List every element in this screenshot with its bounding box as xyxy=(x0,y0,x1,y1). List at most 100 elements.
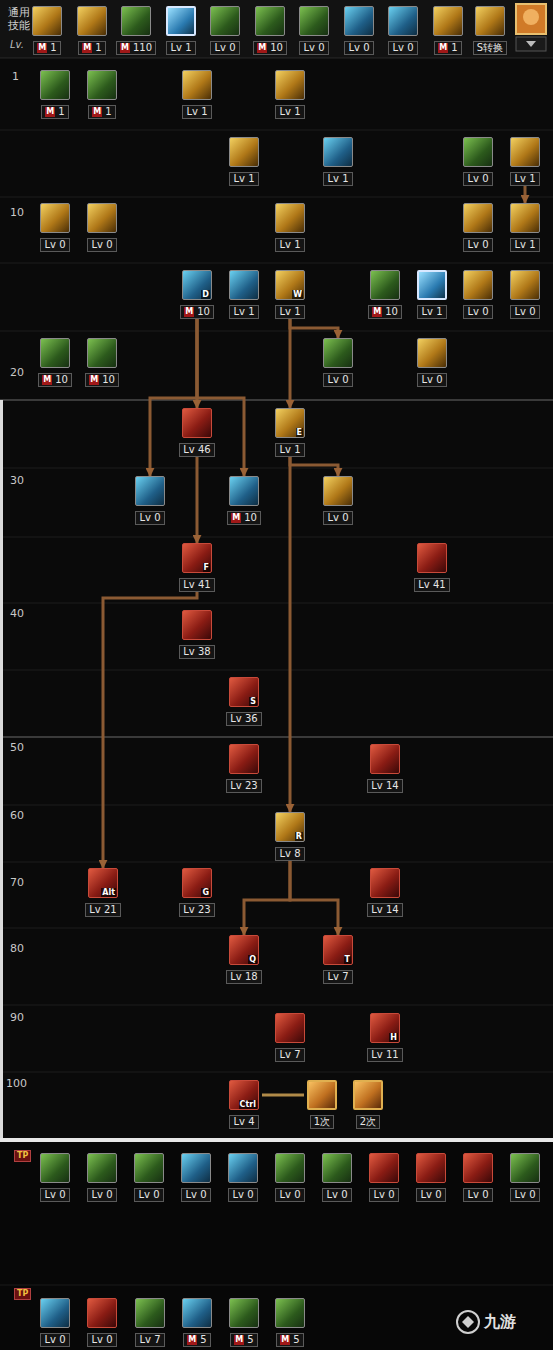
skill-slot: CtrlLv 4 xyxy=(226,1080,262,1129)
skill-icon xyxy=(275,1298,305,1328)
level-plate: M1 xyxy=(41,105,68,119)
skill-icon xyxy=(369,1153,399,1183)
level-plate: M1 xyxy=(88,105,115,119)
skill-slot: Lv 0 xyxy=(296,6,332,55)
skill-slot: Lv 0 xyxy=(319,1153,355,1202)
level-plate: Lv 38 xyxy=(179,645,214,659)
skill-link xyxy=(289,457,292,812)
skill-level: Lv 1 xyxy=(421,306,442,317)
skill-slot: M10 xyxy=(367,270,403,319)
skill-level: 1次 xyxy=(314,1116,330,1127)
level-plate: 2次 xyxy=(356,1115,380,1129)
skill-level: Lv 0 xyxy=(467,173,488,184)
level-plate: Lv 8 xyxy=(275,847,304,861)
level-plate: M5 xyxy=(183,1333,210,1347)
skill-slot: Lv 0 xyxy=(414,338,450,387)
skill-slot: Lv 0 xyxy=(37,203,73,252)
level-plate: Lv 0 xyxy=(275,1188,304,1202)
skill-level: 10 xyxy=(102,374,115,385)
skill-slot: Lv 1 xyxy=(507,137,543,186)
hotkey-letter: D xyxy=(201,290,210,299)
skill-icon xyxy=(388,6,418,36)
skill-icon xyxy=(353,1080,383,1110)
skill-slot: Lv 0 xyxy=(460,270,496,319)
skill-level: Lv 1 xyxy=(186,106,207,117)
skill-icon xyxy=(32,6,62,36)
skill-level: Lv 0 xyxy=(467,239,488,250)
skill-slot: M10 xyxy=(84,338,120,387)
master-badge: M xyxy=(120,43,130,53)
skill-icon: Alt xyxy=(88,868,118,898)
skill-icon xyxy=(77,6,107,36)
skill-level: Lv 0 xyxy=(303,42,324,53)
skill-slot: GLv 23 xyxy=(178,868,216,917)
level-marker: 70 xyxy=(10,876,24,889)
level-plate: Lv 0 xyxy=(134,1188,163,1202)
level-plate: Lv 1 xyxy=(417,305,446,319)
skill-icon xyxy=(510,203,540,233)
level-plate: Lv 41 xyxy=(179,578,214,592)
skill-slot: Lv 1 xyxy=(163,6,199,55)
master-badge: M xyxy=(92,107,102,117)
skill-icon xyxy=(463,1153,493,1183)
level-plate: Lv 23 xyxy=(179,903,214,917)
level-plate: Lv 1 xyxy=(275,238,304,252)
skill-level: 110 xyxy=(133,42,152,53)
level-plate: Lv 0 xyxy=(463,1188,492,1202)
skill-slot: 1次 xyxy=(304,1080,340,1129)
skill-link xyxy=(290,319,338,338)
skill-level: Lv 0 xyxy=(326,1189,347,1200)
level-marker: 1 xyxy=(12,70,19,83)
hotkey-letter: W xyxy=(292,290,303,299)
skill-icon xyxy=(166,6,196,36)
skill-level: Lv 0 xyxy=(514,306,535,317)
level-plate: M10 xyxy=(180,305,214,319)
skill-icon xyxy=(275,1013,305,1043)
skill-icon xyxy=(87,1298,117,1328)
master-badge: M xyxy=(37,43,47,53)
skill-level: Lv 46 xyxy=(183,444,210,455)
level-plate: Lv 0 xyxy=(87,1188,116,1202)
hotkey-letter: S xyxy=(249,697,257,706)
level-plate: Lv 14 xyxy=(367,903,402,917)
skill-slot: Lv 0 xyxy=(507,270,543,319)
skill-icon xyxy=(322,1153,352,1183)
skill-slot: M1 xyxy=(37,70,73,119)
skill-slot: D M10 xyxy=(179,270,215,319)
skill-level: 1 xyxy=(105,106,111,117)
skill-slot: M5 xyxy=(179,1298,215,1347)
level-marker: 10 xyxy=(10,206,24,219)
skill-link xyxy=(290,861,338,935)
skill-link xyxy=(524,186,527,203)
skill-level: 5 xyxy=(293,1334,299,1345)
skill-icon xyxy=(229,476,259,506)
level-plate: Lv 0 xyxy=(417,373,446,387)
skill-level: Lv 0 xyxy=(421,374,442,385)
tp-badge: TP xyxy=(14,1288,31,1300)
skill-icon xyxy=(229,1298,259,1328)
skill-slot: Lv 1 xyxy=(414,270,450,319)
skill-icon xyxy=(510,137,540,167)
skill-icon xyxy=(229,270,259,300)
level-plate: Lv 0 xyxy=(369,1188,398,1202)
skill-slot: AltLv 21 xyxy=(84,868,122,917)
level-plate: Lv 0 xyxy=(510,1188,539,1202)
skill-slot: M1 xyxy=(84,70,120,119)
level-plate: M10 xyxy=(85,373,119,387)
master-badge: M xyxy=(89,375,99,385)
skill-level: Lv 1 xyxy=(279,444,300,455)
skill-slot: Lv 1 xyxy=(272,203,308,252)
skill-icon: W xyxy=(275,270,305,300)
level-plate: 1次 xyxy=(310,1115,334,1129)
skill-slot: M10 xyxy=(226,476,262,525)
skill-icon xyxy=(181,1153,211,1183)
skill-link xyxy=(289,319,292,408)
level-marker: 20 xyxy=(10,366,24,379)
skill-level: 10 xyxy=(197,306,210,317)
skill-icon xyxy=(40,1298,70,1328)
level-plate: M1 xyxy=(434,41,461,55)
level-marker: 30 xyxy=(10,474,24,487)
level-marker: 90 xyxy=(10,1011,24,1024)
master-badge: M xyxy=(234,1335,244,1345)
